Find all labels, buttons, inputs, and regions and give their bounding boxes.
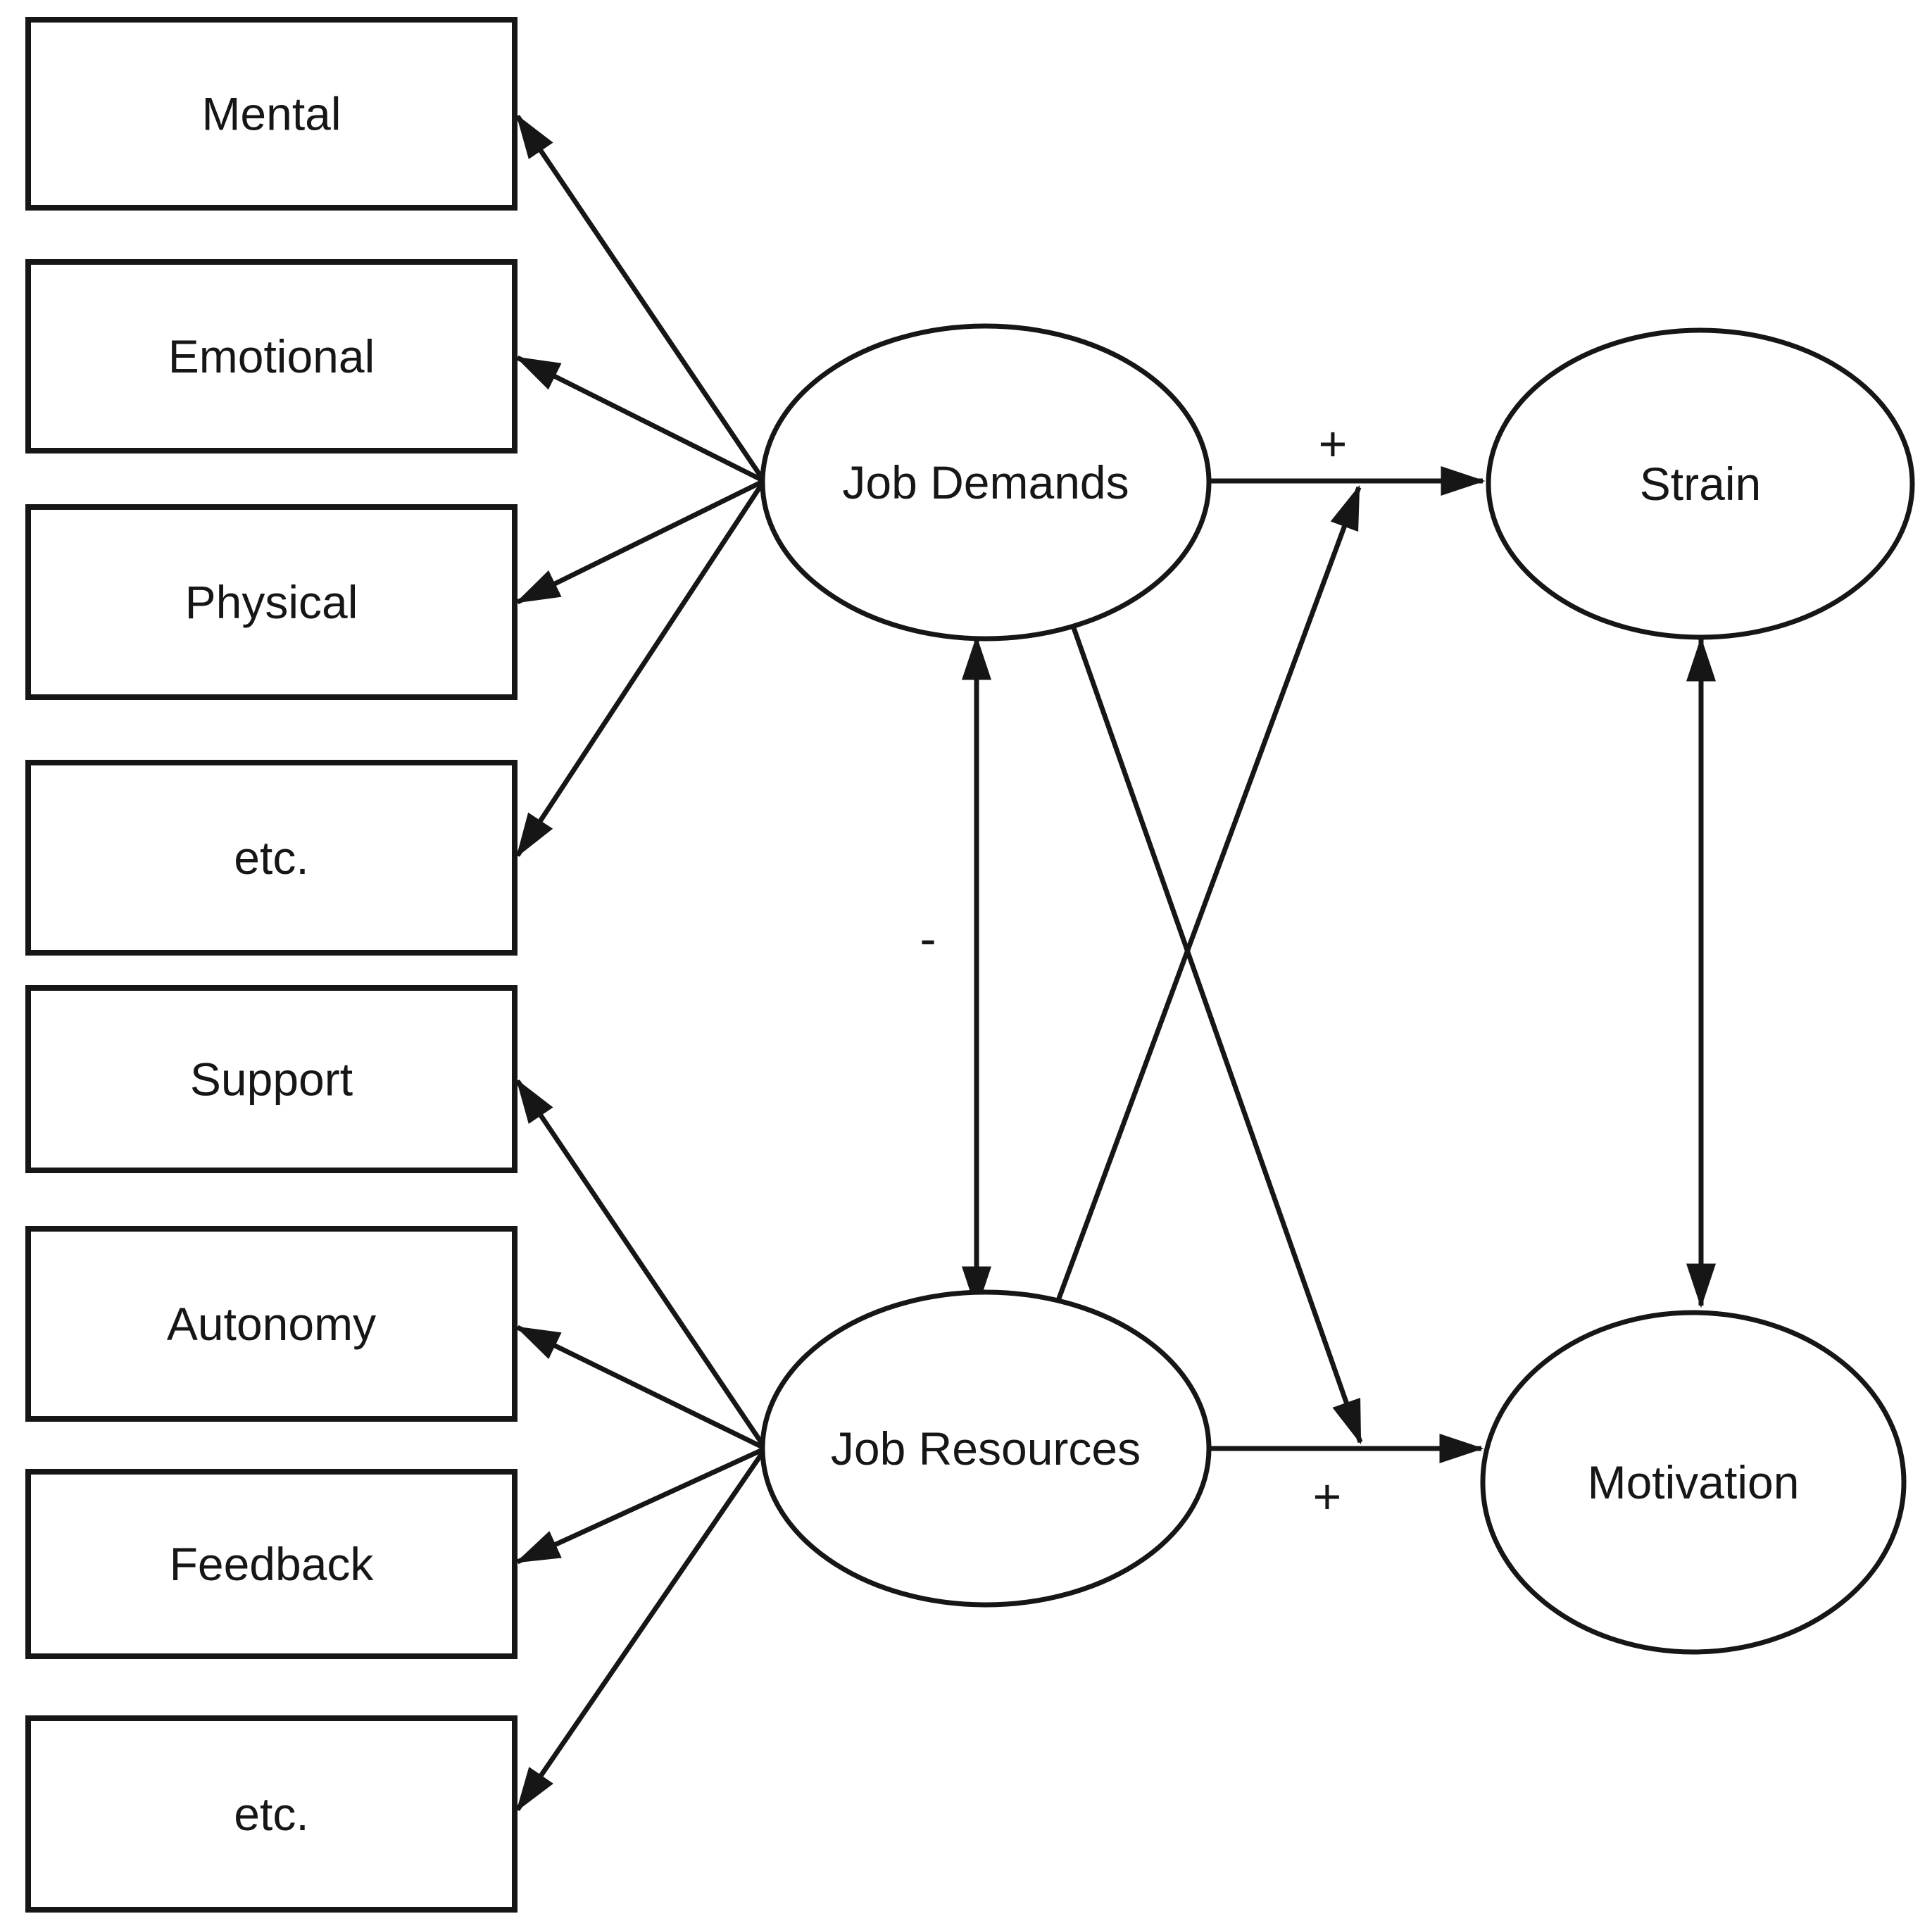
arrow-loading-resources-feedback xyxy=(515,1446,767,1565)
arrow-loading-demands-physical xyxy=(515,478,765,605)
arrow-loading-resources-support xyxy=(515,1079,767,1450)
ellipse-label-strain: Strain xyxy=(1640,458,1761,510)
ellipse-label-motivation: Motivation xyxy=(1588,1456,1800,1508)
labels-layer: + + - xyxy=(920,416,1347,1524)
box-physical: Physical xyxy=(25,504,518,700)
arrow-loading-demands-etc xyxy=(515,480,766,858)
box-support: Support xyxy=(25,985,518,1173)
ellipse-label-job-demands: Job Demands xyxy=(842,456,1129,508)
arrow-path-resources-to-strain-path xyxy=(1047,484,1362,1325)
ellipse-job-demands: Job Demands xyxy=(760,323,1212,642)
box-etc-demands: etc. xyxy=(25,760,518,956)
box-label-emotional: Emotional xyxy=(168,330,375,382)
arrow-loading-resources-autonomy xyxy=(515,1325,767,1451)
box-label-mental: Mental xyxy=(201,88,341,140)
ellipse-strain: Strain xyxy=(1486,327,1915,640)
box-emotional: Emotional xyxy=(25,259,518,453)
arrow-loading-resources-etc xyxy=(515,1447,767,1812)
arrow-loading-demands-mental xyxy=(515,114,766,482)
box-feedback: Feedback xyxy=(25,1469,518,1659)
box-label-etc-resources: etc. xyxy=(234,1788,308,1840)
box-label-autonomy: Autonomy xyxy=(167,1298,376,1350)
sign-label-minus-demands-resources: - xyxy=(920,911,936,966)
ellipse-label-job-resources: Job Resources xyxy=(831,1422,1141,1475)
arrow-path-demands-to-motivation-path xyxy=(1069,620,1363,1445)
box-etc-resources: etc. xyxy=(25,1715,518,1913)
box-mental: Mental xyxy=(25,17,518,211)
edges-layer xyxy=(515,114,1716,1812)
box-label-etc-demands: etc. xyxy=(234,832,308,884)
sign-label-plus-demands-strain: + xyxy=(1319,416,1348,471)
box-autonomy: Autonomy xyxy=(25,1226,518,1422)
ellipse-motivation: Motivation xyxy=(1480,1310,1907,1655)
ellipse-job-resources: Job Resources xyxy=(760,1289,1212,1608)
box-label-feedback: Feedback xyxy=(170,1538,375,1590)
arrow-loading-demands-emotional xyxy=(515,355,765,484)
box-label-support: Support xyxy=(190,1053,353,1106)
sign-label-plus-resources-motivation: + xyxy=(1313,1469,1342,1524)
box-label-physical: Physical xyxy=(185,576,358,628)
